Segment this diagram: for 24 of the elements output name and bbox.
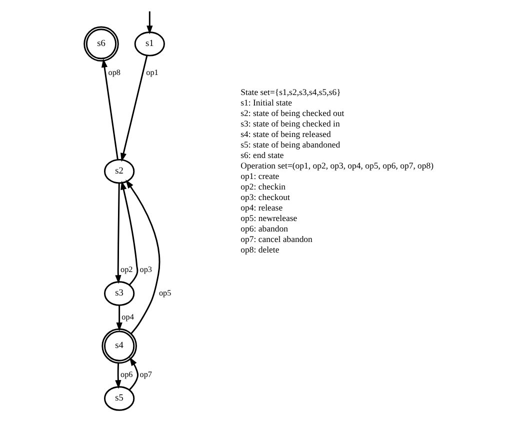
label: s2: state of being checked out bbox=[240, 108, 344, 118]
label: s4: state of being released bbox=[240, 128, 331, 139]
label: Operation set=(op1, op2, op3, op4, op5, op6, op7, op8) bbox=[240, 160, 434, 170]
label: op4: release bbox=[240, 202, 283, 212]
label: op2: checkin bbox=[240, 181, 286, 192]
label: State set={s1,s2,s3,s4,s5,s6} bbox=[240, 86, 341, 97]
label: op1: create bbox=[240, 170, 280, 181]
edge-label: op8 bbox=[108, 68, 120, 77]
label: op5: newrelease bbox=[240, 212, 298, 223]
edge-label: op3 bbox=[140, 265, 152, 274]
edge-label: op6 bbox=[120, 370, 133, 380]
label: s1: Initial state bbox=[240, 97, 292, 108]
label: op8: delete bbox=[240, 244, 280, 254]
edge-label: op5 bbox=[158, 288, 172, 298]
edge-label: op2 bbox=[120, 265, 133, 274]
edge-label: op7 bbox=[140, 370, 152, 380]
label: op7: cancel abandon bbox=[240, 234, 312, 244]
edge-label: op4 bbox=[122, 312, 134, 322]
label: s5: state of being abandoned bbox=[240, 139, 340, 150]
label: s3: state of being checked in bbox=[240, 118, 340, 128]
label: s6: end state bbox=[240, 150, 284, 160]
edge-label: op1 bbox=[146, 68, 158, 77]
label: op3: checkout bbox=[240, 192, 290, 202]
label: op6: abandon bbox=[240, 223, 288, 234]
